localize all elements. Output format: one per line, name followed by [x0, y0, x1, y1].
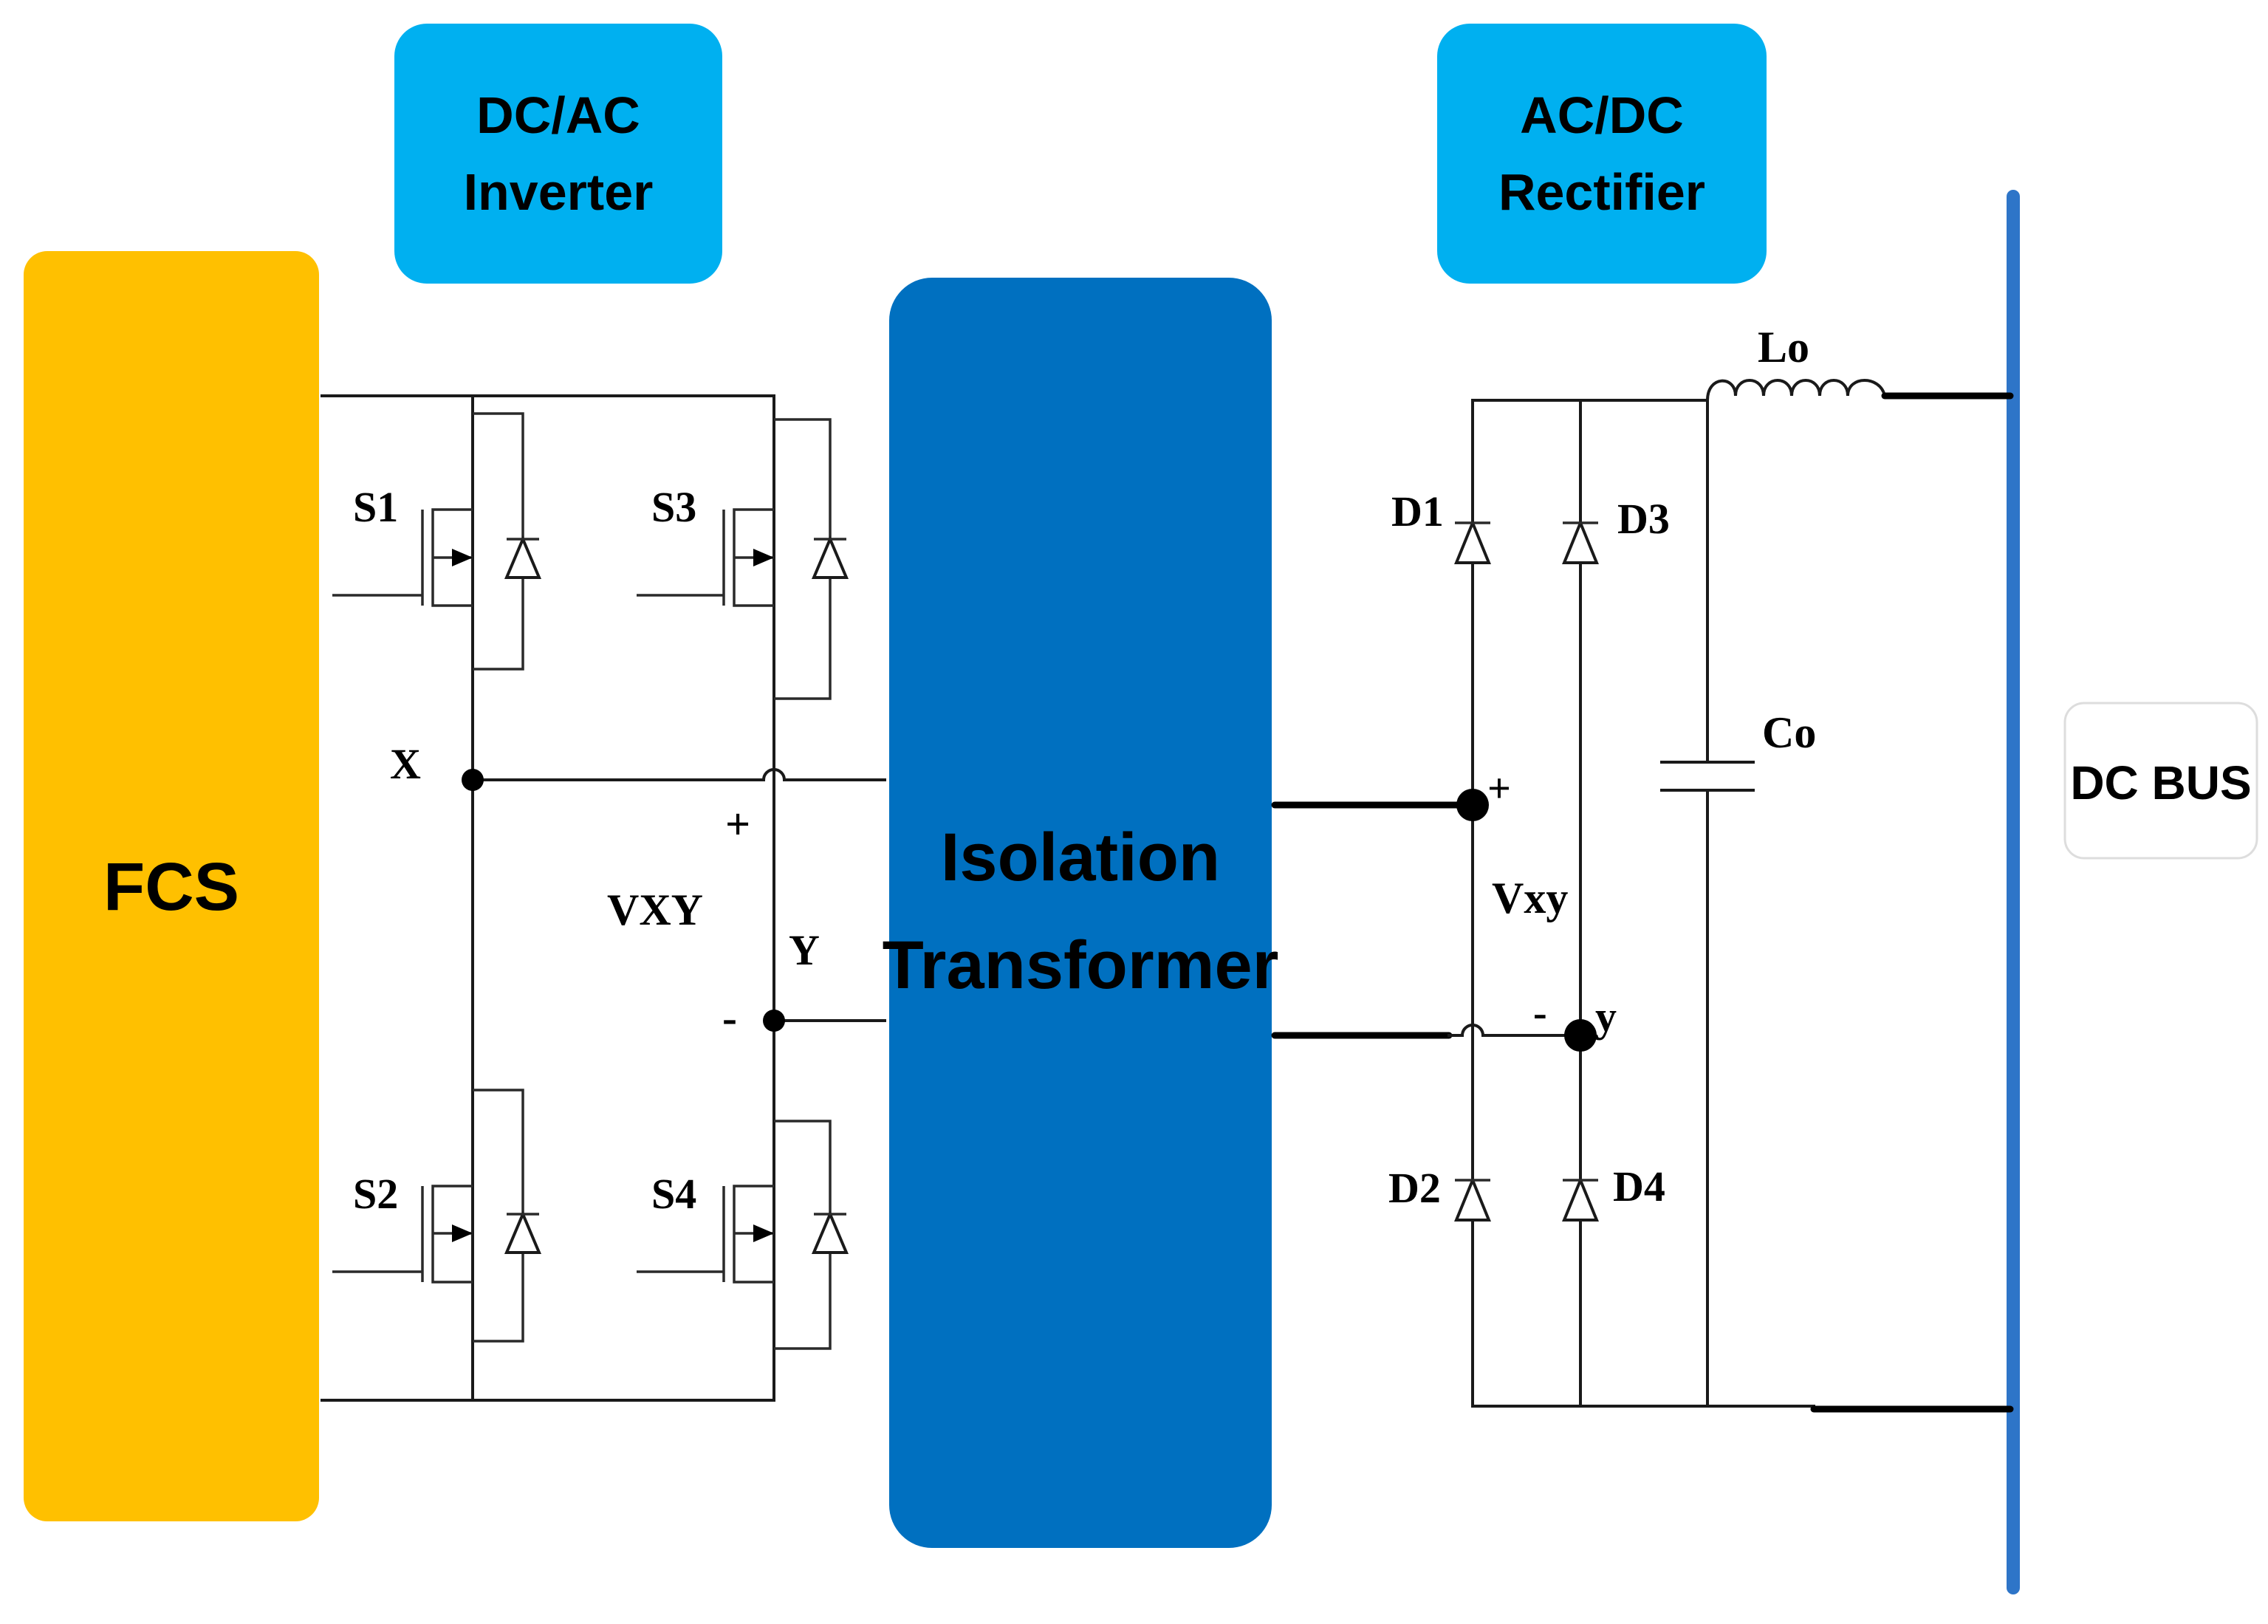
dc-bus-label-box	[2063, 702, 2258, 860]
inductor-coil	[1705, 379, 1887, 402]
diode-d1: D1	[1391, 487, 1491, 564]
inverter-voltage-label: VXY	[607, 885, 703, 934]
rectifier-node-y-label: y	[1595, 993, 1617, 1041]
node-x-wire	[471, 768, 886, 781]
inverter-minus-sign: -	[722, 993, 737, 1042]
secondary-minus-hop	[1448, 1024, 1582, 1037]
inductor-label: Lo	[1758, 323, 1809, 371]
inverter-plus-sign: +	[725, 800, 750, 849]
inverter-top-rail	[321, 394, 775, 415]
d1-label: D1	[1391, 487, 1444, 535]
rectifier-voltage-label: Vxy	[1492, 874, 1568, 922]
transformer-label-line1: Isolation	[941, 820, 1220, 895]
switch-s4: S4	[637, 1120, 849, 1350]
fcs-box	[24, 251, 319, 1521]
s4-label: S4	[651, 1170, 696, 1218]
node-x-label: X	[390, 740, 421, 788]
dc-bus: DC BUS	[2007, 190, 2258, 1594]
switch-s1: S1	[332, 412, 542, 671]
dc-bus-label: DC BUS	[2070, 756, 2251, 809]
diode-d3: D3	[1562, 495, 1670, 564]
inverter-label-line1: DC/AC	[476, 86, 640, 144]
rectifier-label-line1: AC/DC	[1520, 86, 1684, 144]
inverter-circuit: S1 S3 S2	[321, 394, 886, 1402]
rectifier-plus-node-dot	[1456, 789, 1489, 821]
s1-label: S1	[353, 483, 398, 531]
inverter-bottom-rail	[321, 1350, 775, 1402]
d3-label: D3	[1617, 495, 1670, 543]
node-y-label: Y	[789, 926, 820, 974]
rectifier-box	[1437, 24, 1767, 284]
rectifier-label-line2: Rectifier	[1498, 163, 1705, 221]
transformer-block: Isolation Transformer	[883, 278, 1279, 1548]
s2-label: S2	[353, 1170, 398, 1218]
rectifier-y-node-dot	[1564, 1019, 1597, 1052]
rectifier-plus-sign: +	[1487, 766, 1511, 812]
transformer-label-line2: Transformer	[883, 928, 1279, 1003]
rectifier-block: AC/DC Rectifier	[1437, 24, 1767, 284]
rectifier-circuit: D1 D3 D2 D4 + - Vxy y	[1271, 323, 2014, 1413]
diode-d4: D4	[1562, 1162, 1665, 1222]
capacitor-label: Co	[1762, 708, 1816, 757]
diode-d2: D2	[1388, 1164, 1491, 1222]
switch-s2: S2	[332, 1089, 542, 1343]
node-y-dot	[763, 1010, 785, 1032]
inverter-label-line2: Inverter	[464, 163, 654, 221]
fcs-label: FCS	[103, 849, 239, 925]
switch-s3: S3	[637, 418, 849, 700]
inverter-block: DC/AC Inverter	[394, 24, 722, 284]
s3-label: S3	[651, 483, 696, 531]
node-x-dot	[462, 769, 484, 791]
d4-label: D4	[1613, 1162, 1665, 1210]
inverter-box	[394, 24, 722, 284]
transformer-box	[889, 278, 1272, 1548]
d2-label: D2	[1388, 1164, 1441, 1212]
fcs-block: FCS	[24, 251, 319, 1521]
rectifier-minus-sign: -	[1533, 990, 1547, 1036]
